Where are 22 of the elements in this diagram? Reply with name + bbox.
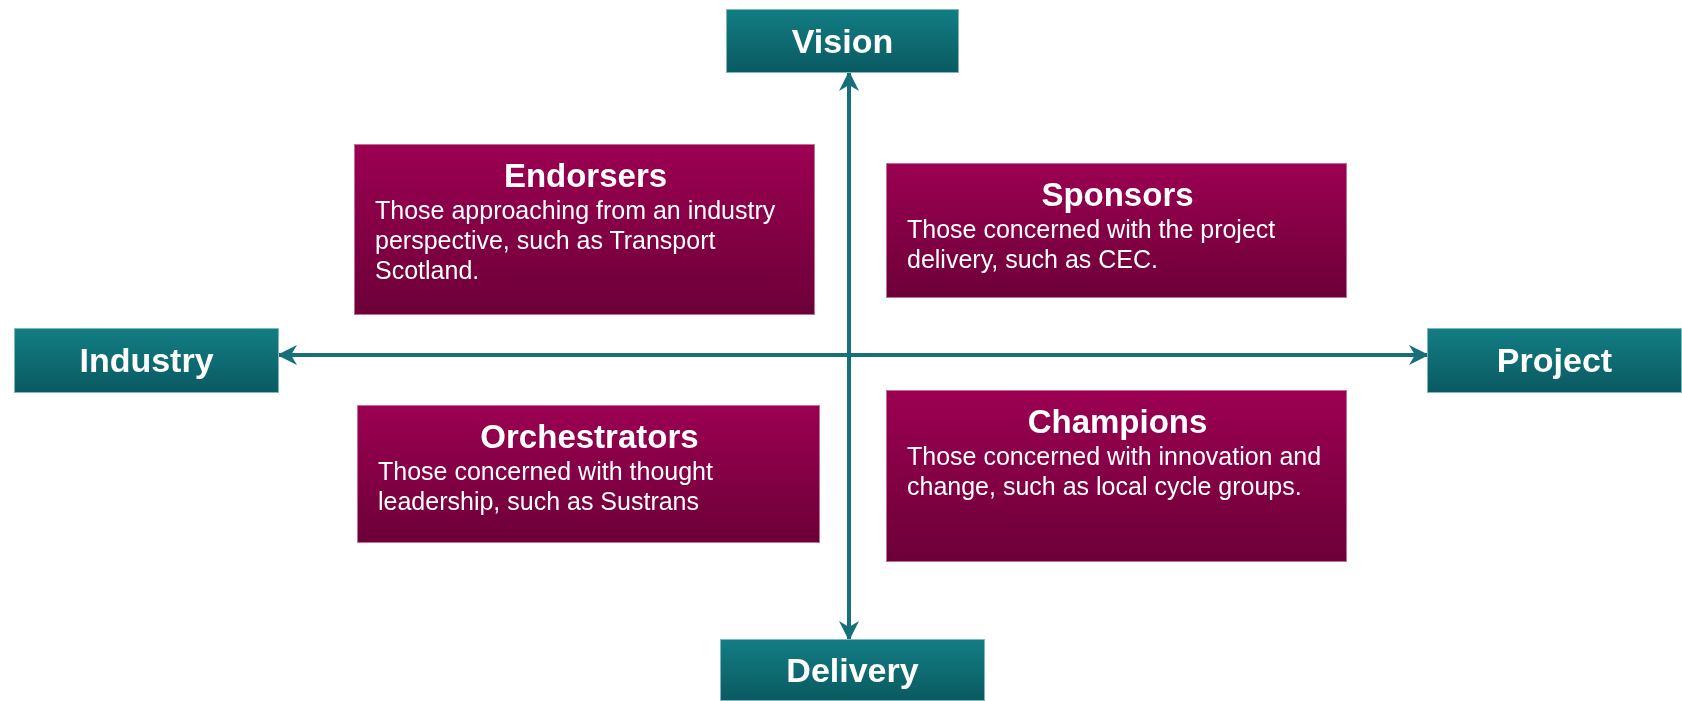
quadrant-title: Champions	[1026, 403, 1209, 441]
axis-label-box	[720, 639, 985, 701]
quadrant-title: Orchestrators	[479, 418, 700, 456]
quadrant-title: Sponsors	[1040, 176, 1195, 214]
quadrant-description: Those concerned with the project delivery, such as CEC.	[907, 213, 1277, 274]
quadrant-description: Those concerned with thought leadership, such as Sustrans	[378, 455, 714, 516]
axis-arrow	[839, 71, 859, 641]
axis-label-box	[726, 9, 959, 73]
quadrant-description: Those concerned with innovation and change, such as local cycle groups.	[907, 440, 1323, 501]
axis-label-box	[1427, 328, 1682, 393]
quadrant-box	[354, 144, 815, 315]
quadrant-box	[886, 390, 1347, 562]
axis-label: Vision	[791, 21, 894, 61]
axis-label: Project	[1496, 341, 1613, 380]
quadrant-box	[886, 163, 1347, 298]
quadrant-box	[357, 405, 820, 543]
quadrant-description: Those approaching from an industry perspective, such as Transport Scotland.	[375, 194, 777, 285]
axis-label: Delivery	[786, 650, 919, 690]
axis-arrow	[277, 345, 1429, 365]
quadrant-title: Endorsers	[502, 157, 669, 195]
axis-label-box	[14, 328, 279, 393]
axis-label: Industry	[79, 341, 214, 380]
